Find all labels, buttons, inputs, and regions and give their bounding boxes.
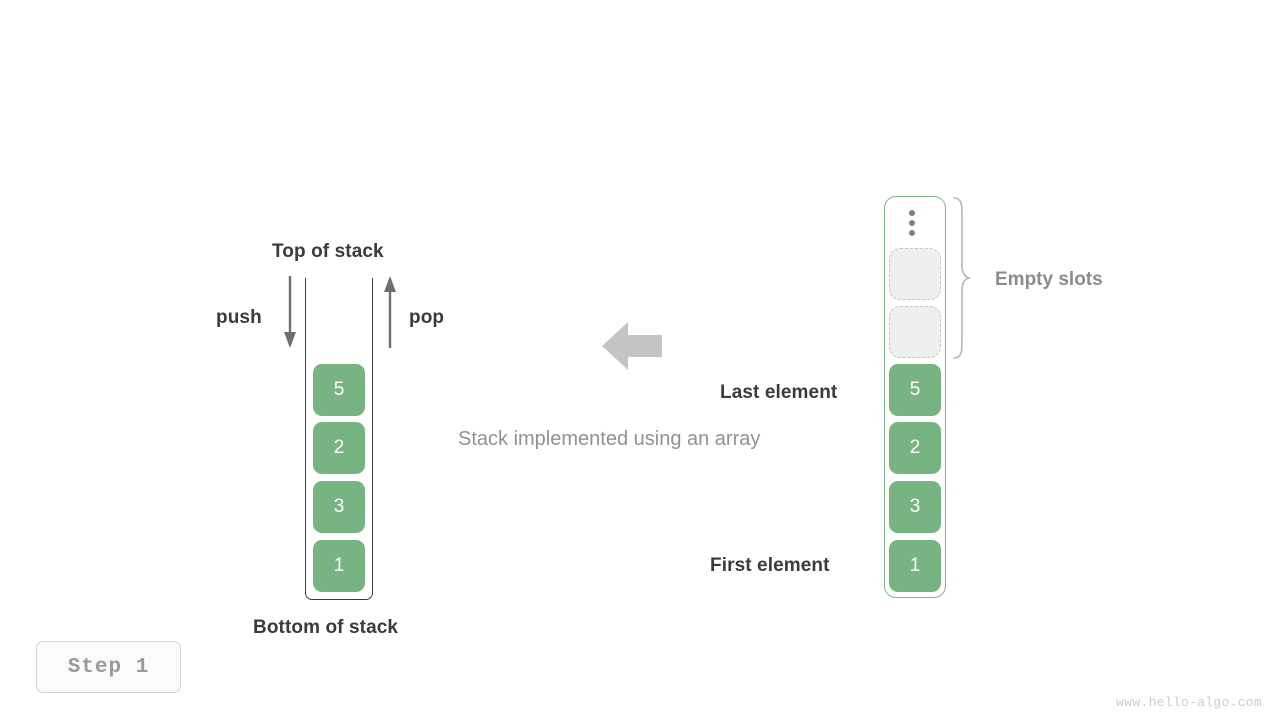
top-of-stack-label: Top of stack	[272, 241, 384, 262]
first-element-label: First element	[710, 555, 830, 576]
left-stack-cell: 5	[313, 364, 365, 416]
pop-arrow-icon	[384, 276, 396, 348]
pop-label: pop	[409, 307, 445, 328]
empty-slot	[889, 248, 941, 300]
last-element-label: Last element	[720, 382, 838, 403]
bottom-of-stack-label: Bottom of stack	[253, 617, 399, 638]
left-arrow-icon	[602, 322, 662, 370]
left-stack-cell: 2	[313, 422, 365, 474]
step-badge: Step 1	[36, 641, 181, 693]
left-stack-cell: 3	[313, 481, 365, 533]
diagram-caption: Stack implemented using an array	[458, 428, 761, 450]
empty-slots-brace	[953, 197, 971, 359]
array-cell: 3	[889, 481, 941, 533]
empty-slot	[889, 306, 941, 358]
vertical-ellipsis-icon	[909, 210, 917, 240]
push-label: push	[216, 307, 262, 328]
array-cell: 2	[889, 422, 941, 474]
push-arrow-icon	[284, 276, 296, 348]
array-cell: 1	[889, 540, 941, 592]
left-stack-cell: 1	[313, 540, 365, 592]
watermark: www.hello-algo.com	[1116, 695, 1262, 710]
left-stack-container	[305, 278, 373, 600]
array-container	[884, 196, 946, 598]
array-cell: 5	[889, 364, 941, 416]
empty-slots-label: Empty slots	[995, 269, 1103, 290]
